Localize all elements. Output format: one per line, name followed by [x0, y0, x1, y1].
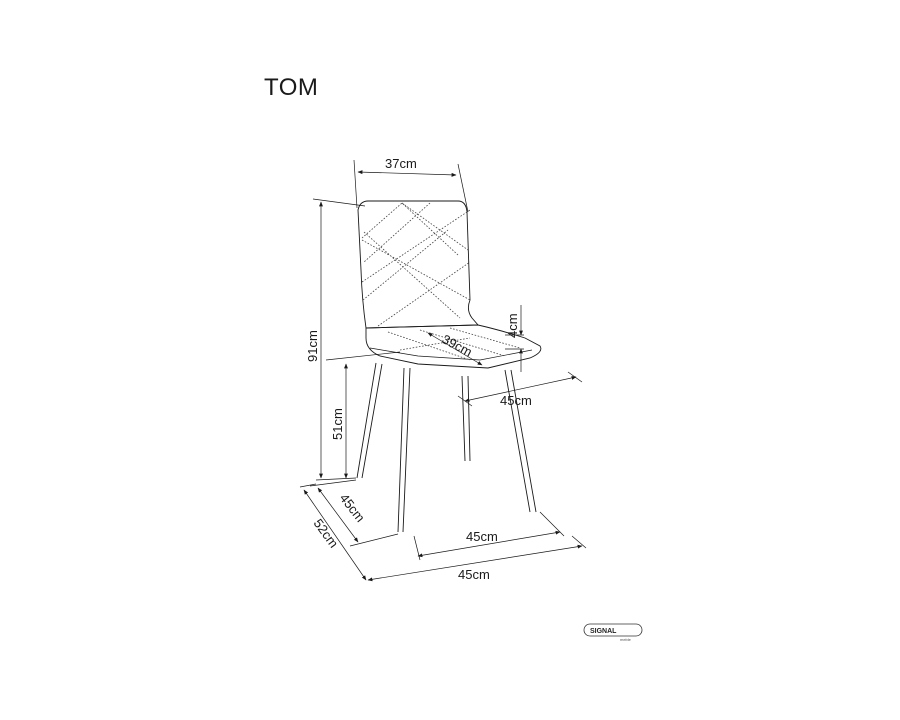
logo-name: SIGNAL: [590, 628, 617, 635]
product-title: TOM: [264, 74, 319, 101]
dim-seat-thickness: 4cm: [505, 305, 524, 372]
label-total-height: 91cm: [305, 330, 320, 362]
label-seat-thickness: 4cm: [505, 313, 520, 338]
label-overall-depth: 52cm: [311, 516, 342, 551]
label-seat-height: 51cm: [330, 408, 345, 440]
dim-overall-width: 45cm: [367, 535, 587, 582]
label-back-width: 37cm: [385, 156, 417, 171]
label-seat-depth: 39cm: [440, 331, 475, 359]
dim-seat-height: 51cm: [325, 351, 401, 479]
dim-back-width: 37cm: [353, 156, 469, 213]
label-overall-width: 45cm: [458, 567, 490, 582]
dim-seat-depth: 39cm: [427, 331, 483, 366]
dim-leg-width: 45cm: [413, 511, 565, 561]
dim-seat-width: 45cm: [457, 371, 583, 408]
signal-logo: SIGNAL meble: [583, 623, 643, 642]
label-leg-width: 45cm: [466, 529, 498, 544]
logo-sub: meble: [620, 637, 632, 642]
label-seat-width: 45cm: [500, 393, 532, 408]
dim-total-height: 91cm: [305, 198, 366, 481]
chair-outline: [356, 200, 542, 533]
dim-overall-depth: 52cm: [299, 483, 367, 581]
